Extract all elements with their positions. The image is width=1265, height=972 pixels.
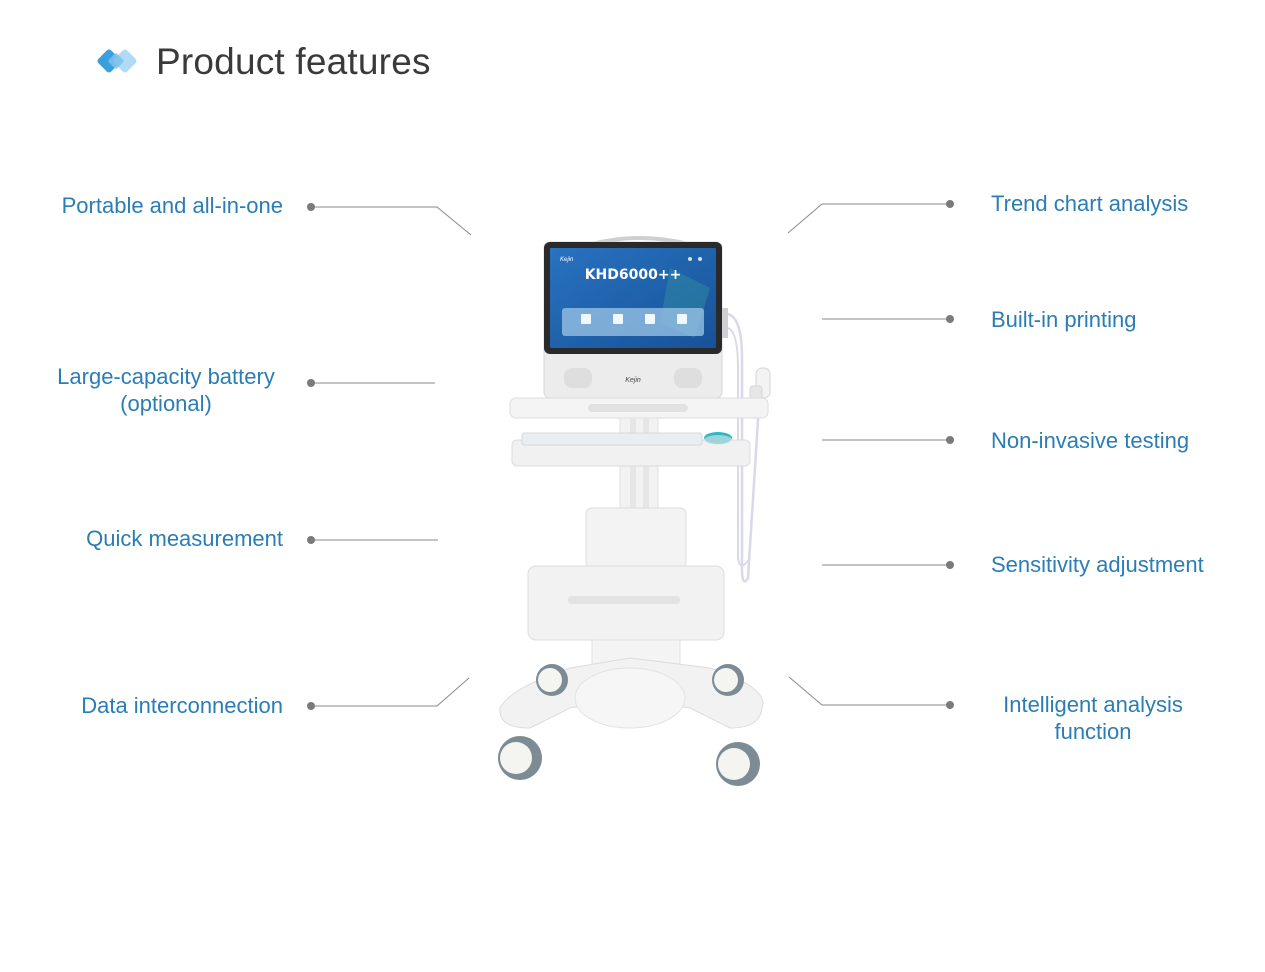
leader-dot xyxy=(946,315,954,323)
cart-wheels xyxy=(498,664,760,786)
leader-dot xyxy=(307,203,315,211)
feature-data-interconnection: Data interconnection xyxy=(81,693,283,718)
screen-brand: Kejin xyxy=(560,257,574,263)
feature-non-invasive-testing: Non-invasive testing xyxy=(991,428,1190,453)
leader-dot xyxy=(946,701,954,709)
leader-dot xyxy=(946,436,954,444)
feature-sensitivity-adjustment: Sensitivity adjustment xyxy=(991,552,1204,577)
leader-line-trend xyxy=(787,203,950,234)
feature-intelligent-analysis: Intelligent analysis function xyxy=(1003,692,1183,744)
leader-dot xyxy=(946,561,954,569)
device-cart-illustration: Kejin KHD6000++ Kejin xyxy=(498,236,771,786)
leader-dot xyxy=(946,200,954,208)
leader-line-data xyxy=(311,677,470,707)
feature-built-in-printing: Built-in printing xyxy=(991,307,1137,332)
leader-dot xyxy=(307,536,315,544)
feature-portable-all-in-one: Portable and all-in-one xyxy=(61,193,283,218)
leader-line-portable xyxy=(311,206,472,236)
leader-line-intelligent xyxy=(788,676,950,706)
leader-dot xyxy=(307,379,315,387)
feature-trend-chart-analysis: Trend chart analysis xyxy=(991,191,1189,216)
printer-body xyxy=(585,507,687,569)
page-header: Product features xyxy=(96,38,431,86)
monitor-brand: Kejin xyxy=(625,377,641,384)
feature-large-capacity-battery: Large-capacity battery (optional) xyxy=(57,364,275,416)
leader-dot xyxy=(307,702,315,710)
diamond-logo-icon xyxy=(97,49,137,73)
screen-model: KHD6000++ xyxy=(585,267,682,283)
page-title: Product features xyxy=(156,41,431,82)
feature-quick-measurement: Quick measurement xyxy=(86,526,283,551)
